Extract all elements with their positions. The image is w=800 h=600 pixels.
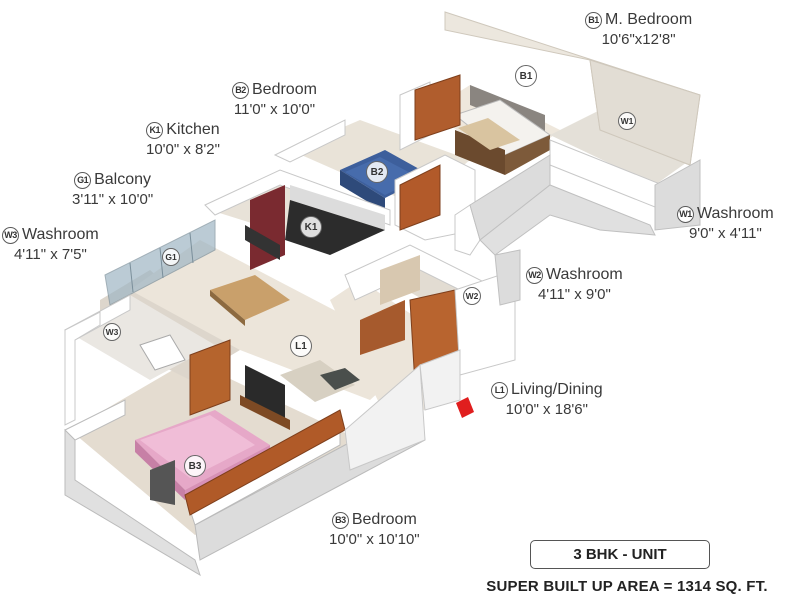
label-washroom1-size: 9'0" x 4'11" — [688, 225, 762, 242]
label-bedroom2-size: 11'0" x 10'0" — [233, 101, 316, 118]
badge-w2: W2 — [526, 266, 543, 284]
marker-l1: L1 — [290, 335, 312, 357]
label-master-bedroom-size: 10'6"x12'8" — [601, 31, 676, 48]
marker-k1: K1 — [300, 216, 322, 238]
marker-w1: W1 — [618, 112, 636, 130]
master-bed — [453, 85, 552, 175]
marker-b1: B1 — [515, 65, 537, 87]
marker-b2: B2 — [366, 161, 388, 183]
label-washroom2-name: Washroom — [546, 266, 623, 283]
label-master-bedroom-name: M. Bedroom — [605, 11, 693, 28]
label-bedroom2-name: Bedroom — [252, 81, 317, 98]
label-living-dining-name: Living/Dining — [511, 381, 603, 398]
marker-g1: G1 — [162, 248, 180, 266]
badge-g1: G1 — [74, 171, 92, 189]
badge-b1: B1 — [585, 11, 602, 29]
label-kitchen-size: 10'0" x 8'2" — [146, 141, 220, 158]
outer-walls — [64, 154, 656, 577]
kitchen-area — [204, 169, 391, 270]
badge-l1: L1 — [491, 381, 508, 399]
label-washroom1-name: Washroom — [697, 205, 774, 222]
label-balcony-name: Balcony — [94, 171, 152, 188]
label-kitchen-name: Kitchen — [166, 121, 220, 138]
super-built-up-area: SUPER BUILT UP AREA = 1314 SQ. FT. — [486, 578, 768, 595]
label-bedroom3-size: 10'0" x 10'10" — [329, 531, 420, 548]
badge-b2: B2 — [232, 81, 249, 99]
badge-w3: W3 — [2, 226, 19, 244]
label-washroom3-size: 4'11" x 7'5" — [13, 246, 87, 263]
badge-w1: W1 — [677, 205, 694, 223]
label-living-dining-size: 10'0" x 18'6" — [505, 401, 588, 418]
unit-type-box: 3 BHK - UNIT — [530, 540, 710, 569]
badge-k1: K1 — [146, 121, 164, 139]
label-washroom2-size: 4'11" x 9'0" — [537, 286, 611, 303]
marker-w2: W2 — [463, 287, 481, 305]
marker-w3: W3 — [103, 323, 121, 341]
label-bedroom3-name: Bedroom — [351, 511, 417, 528]
badge-b3: B3 — [331, 511, 349, 529]
label-washroom3-name: Washroom — [22, 226, 99, 243]
entrance-arrow — [456, 397, 474, 418]
living-dining-area — [210, 275, 360, 430]
balcony-glass — [104, 219, 216, 306]
label-balcony-size: 3'11" x 10'0" — [72, 191, 154, 208]
marker-b3: B3 — [184, 455, 206, 477]
